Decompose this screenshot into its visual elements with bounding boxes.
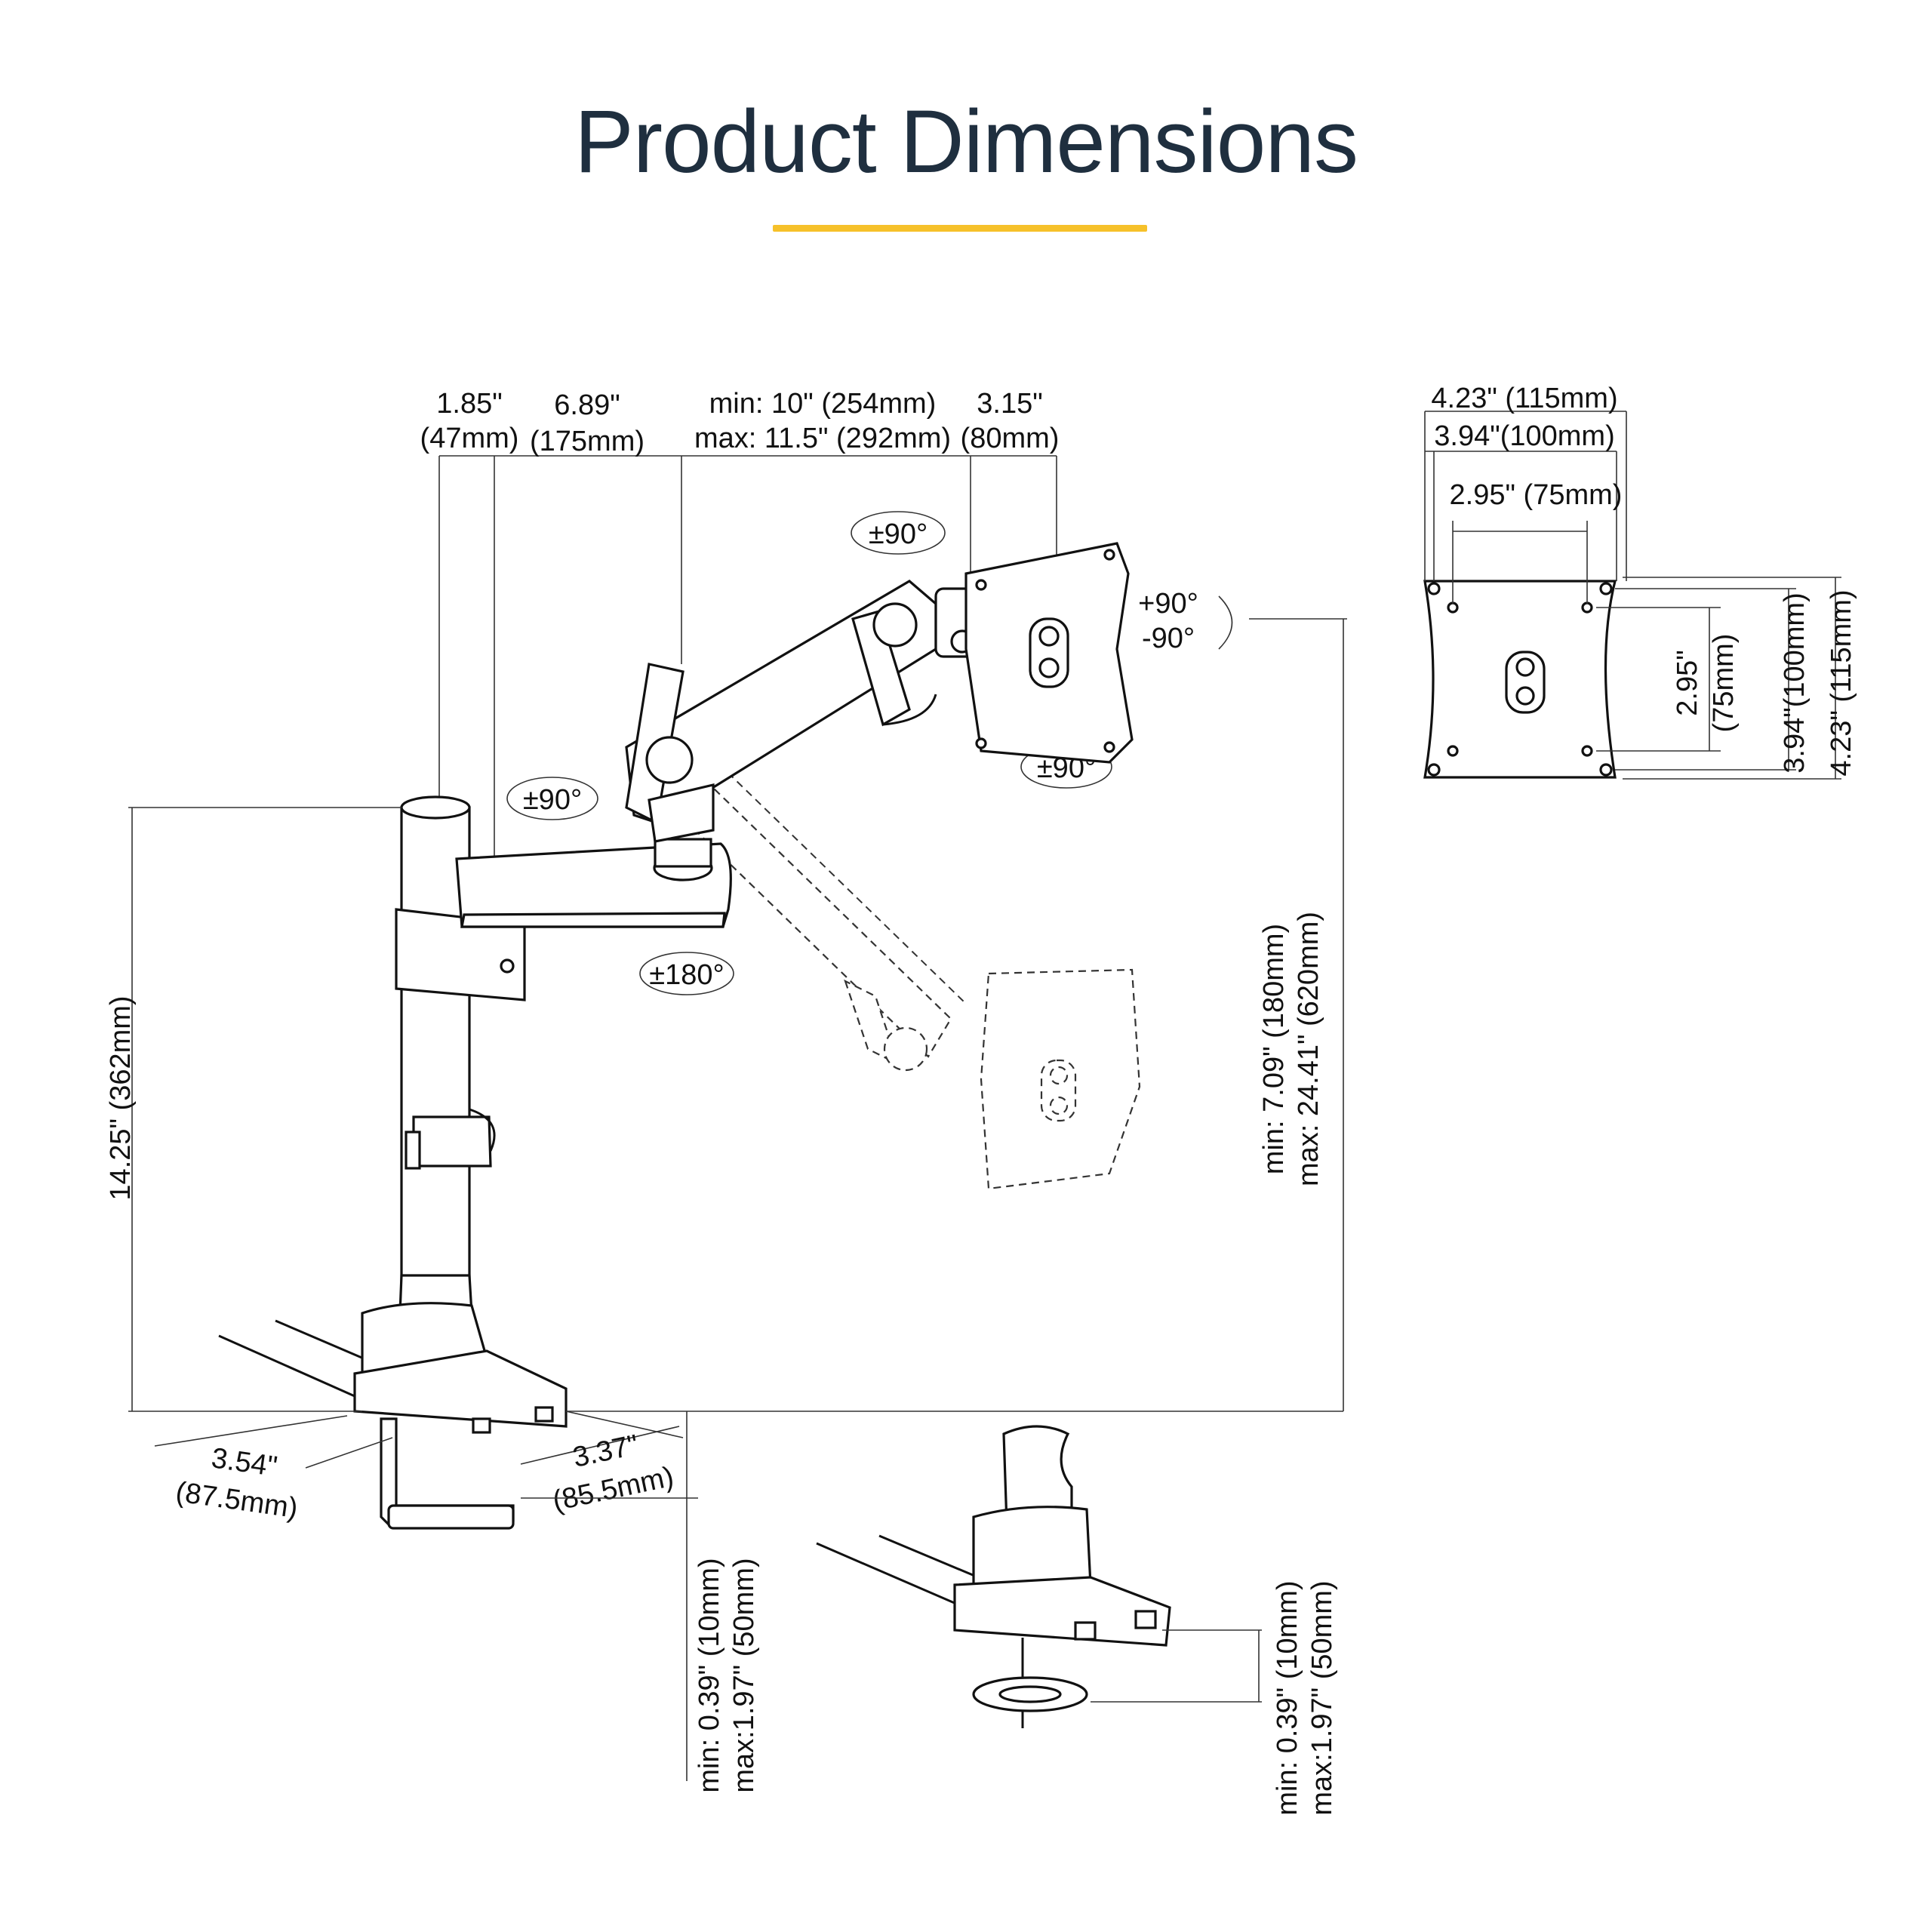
rotation-pole-joint: ±90° [506,777,598,820]
title-underline [773,225,1147,232]
svg-text:±180°: ±180° [649,959,724,991]
svg-text:-90°: -90° [1142,623,1195,654]
svg-text:3.54": 3.54" [209,1442,278,1483]
top-dimension-lines [438,455,1057,860]
page-title: Product Dimensions [574,92,1358,192]
monitor-arm-drawing [395,542,1134,1315]
svg-text:max:1.97" (50mm): max:1.97" (50mm) [728,1558,760,1792]
vesa-horizontal-dims: 4.23" (115mm) 3.94"(100mm) 2.95" (75mm) [1424,383,1627,604]
svg-text:(85.5mm): (85.5mm) [550,1461,677,1518]
dim-vertical-range: min: 7.09" (180mm) max: 24.41" (620mm) [566,618,1347,1412]
rotation-arm-top: ±90° [851,511,946,555]
svg-text:max:1.97" (50mm): max:1.97" (50mm) [1306,1580,1338,1815]
svg-text:(75mm): (75mm) [1708,634,1740,733]
svg-text:2.95": 2.95" [1672,650,1703,715]
svg-text:4.23" (115mm): 4.23" (115mm) [1431,383,1617,414]
grommet-mount-drawing [816,1425,1171,1728]
vesa-plate-drawing [1423,580,1617,779]
dim-pole-width: 1.85" (47mm) [420,388,519,454]
svg-text:±90°: ±90° [523,784,582,816]
svg-text:4.23" (115mm): 4.23" (115mm) [1826,589,1857,776]
rotation-tilt: +90° -90° [1138,588,1233,654]
dim-base-width: 3.54" (87.5mm) [154,1415,393,1524]
svg-text:min: 0.39" (10mm): min: 0.39" (10mm) [1272,1580,1303,1815]
dim-arm-1: 6.89" (175mm) [530,389,645,457]
dim-arm-2: min: 10" (254mm) max: 11.5" (292mm) [694,388,951,454]
svg-text:1.85": 1.85" [436,388,502,420]
svg-text:3.94"(100mm): 3.94"(100mm) [1434,420,1614,452]
svg-text:3.94"(100mm): 3.94"(100mm) [1779,592,1810,773]
svg-text:(87.5mm): (87.5mm) [174,1476,300,1524]
svg-text:max: 11.5" (292mm): max: 11.5" (292mm) [694,423,951,454]
svg-text:min: 0.39" (10mm): min: 0.39" (10mm) [694,1558,725,1792]
desk-clamp-drawing [218,1302,568,1530]
svg-text:3.15": 3.15" [977,388,1042,420]
dim-pole-height: 14.25" (362mm) [105,807,401,1412]
svg-text:6.89": 6.89" [554,389,620,421]
svg-text:±90°: ±90° [869,518,928,550]
svg-text:max: 24.41" (620mm): max: 24.41" (620mm) [1293,912,1324,1186]
svg-text:(175mm): (175mm) [530,426,645,457]
svg-text:3.37": 3.37" [570,1429,641,1474]
vesa-vertical-dims: 2.95" (75mm) 3.94"(100mm) 4.23" (115mm) [1596,577,1857,780]
dim-grommet-range: min: 0.39" (10mm) max:1.97" (50mm) [1091,1580,1338,1816]
svg-text:(80mm): (80mm) [961,423,1060,454]
svg-text:min: 7.09" (180mm): min: 7.09" (180mm) [1258,924,1290,1174]
svg-text:14.25" (362mm): 14.25" (362mm) [105,995,137,1200]
svg-text:2.95" (75mm): 2.95" (75mm) [1450,479,1623,511]
dim-base-depth: 3.37" (85.5mm) [520,1411,684,1518]
svg-text:min: 10" (254mm): min: 10" (254mm) [709,388,937,420]
lowered-arm-outline [663,754,1141,1190]
rotation-arm-base: ±180° [639,952,734,995]
svg-text:+90°: +90° [1138,588,1198,620]
dim-head: 3.15" (80mm) [961,388,1060,454]
dim-clamp-range: min: 0.39" (10mm) max:1.97" (50mm) [521,1411,760,1793]
svg-text:(47mm): (47mm) [420,423,519,454]
